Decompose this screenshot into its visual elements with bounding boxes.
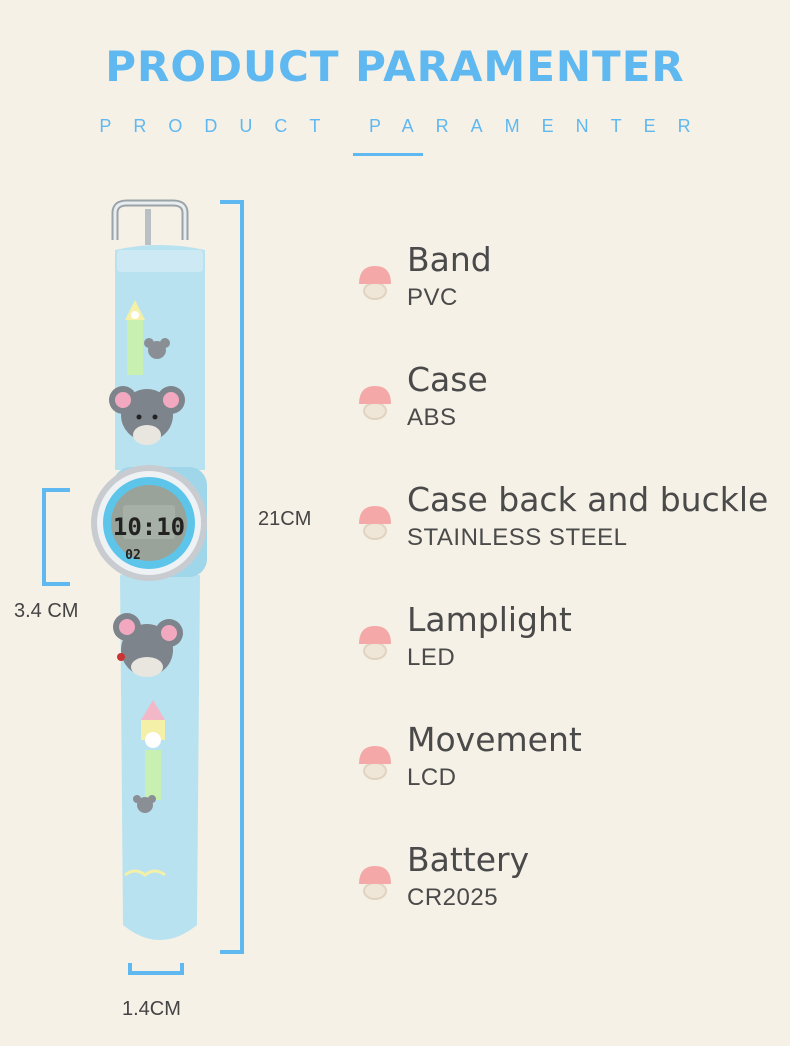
case-bracket bbox=[42, 488, 70, 586]
spec-value: ABS bbox=[407, 404, 457, 431]
spec-item-movement: Movement LCD bbox=[355, 720, 785, 800]
mushroom-icon bbox=[359, 626, 391, 660]
watch-date: 02 bbox=[125, 548, 141, 563]
spec-item-battery: Battery CR2025 bbox=[355, 840, 785, 920]
spec-name: Movement bbox=[407, 720, 582, 759]
spec-name: Battery bbox=[407, 840, 530, 879]
spec-value: LED bbox=[407, 644, 456, 671]
spec-item-case: Case ABS bbox=[355, 360, 785, 440]
page-subtitle: PRODUCT PARAMENTER bbox=[99, 116, 713, 136]
spec-value: CR2025 bbox=[407, 884, 499, 911]
page-title: PRODUCT PARAMENTER bbox=[105, 42, 685, 91]
mouse-icon bbox=[109, 386, 185, 445]
spec-name: Lamplight bbox=[407, 600, 572, 639]
spec-value: PVC bbox=[407, 284, 458, 311]
spec-name: Band bbox=[407, 240, 492, 279]
spec-item-case-back: Case back and buckle STAINLESS STEEL bbox=[355, 480, 785, 560]
buckle-icon bbox=[111, 199, 189, 245]
spec-value: STAINLESS STEEL bbox=[407, 524, 628, 551]
title-underline bbox=[353, 153, 423, 156]
band-width-bracket bbox=[128, 963, 184, 975]
mushroom-icon bbox=[359, 746, 391, 780]
mouse-icon bbox=[113, 613, 183, 677]
spec-value: LCD bbox=[407, 764, 457, 791]
mushroom-icon bbox=[359, 866, 391, 900]
band-width-label: 1.4CM bbox=[122, 998, 181, 1020]
mushroom-icon bbox=[359, 386, 391, 420]
watch-time: 10:10 bbox=[113, 513, 185, 541]
spec-name: Case bbox=[407, 360, 488, 399]
spec-item-lamplight: Lamplight LED bbox=[355, 600, 785, 680]
mushroom-icon bbox=[359, 266, 391, 300]
spec-name: Case back and buckle bbox=[407, 480, 769, 519]
case-diameter-label: 3.4 CM bbox=[14, 600, 79, 622]
spec-item-band: Band PVC bbox=[355, 240, 785, 320]
mushroom-icon bbox=[359, 506, 391, 540]
length-bracket bbox=[220, 200, 244, 954]
length-label: 21CM bbox=[258, 508, 312, 530]
watch-image: 10:10 02 bbox=[91, 199, 207, 940]
